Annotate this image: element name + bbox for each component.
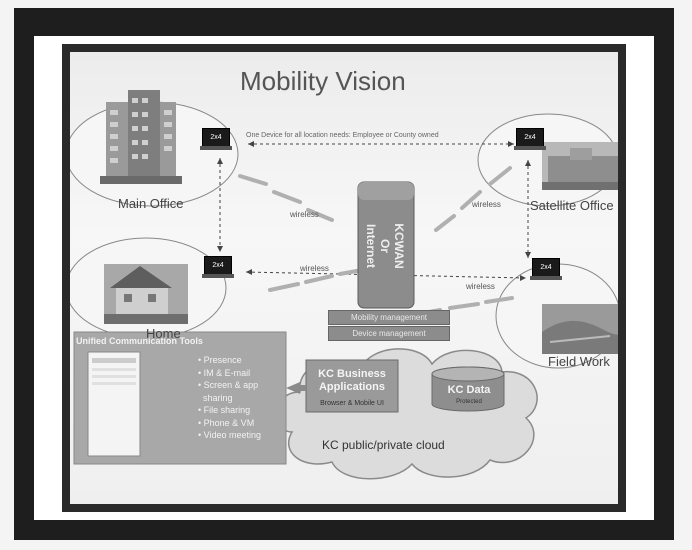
diagram-title: Mobility Vision [240, 66, 406, 96]
kc-data-subtitle: Protected [456, 399, 482, 405]
home-label: Home [146, 326, 181, 341]
kcwan-line-1: KCWAN [392, 223, 406, 269]
uc-phone-screenshot [87, 351, 141, 457]
kc-business-title: KC Business Applications [318, 368, 386, 393]
kc-data-cylinder [431, 374, 505, 412]
picture-frame: Mobility Vision One Device for all locat… [14, 8, 674, 540]
slide: Mobility Vision One Device for all locat… [70, 52, 618, 504]
laptop-icon: 2x4 [204, 256, 232, 275]
uc-item: IM & E-mail [198, 367, 261, 380]
device-management-bar: Device management [328, 326, 450, 341]
wireless-label-field: wireless [466, 282, 495, 291]
wireless-label-home: wireless [300, 264, 329, 273]
laptop-icon: 2x4 [516, 128, 544, 147]
wireless-label-satellite: wireless [472, 200, 501, 209]
field-work-label: Field Work [548, 354, 610, 369]
frame-inner-border: Mobility Vision One Device for all locat… [62, 44, 626, 512]
mobility-management-bar: Mobility management [328, 310, 450, 325]
satellite-office-label: Satellite Office [530, 198, 614, 213]
cloud-label: KC public/private cloud [322, 438, 445, 452]
uc-tools-list: Presence IM & E-mail Screen & app sharin… [188, 354, 261, 442]
uc-item: Video meeting [198, 429, 261, 442]
kcwan-line-3: Internet [364, 223, 378, 268]
laptop-icon: 2x4 [202, 128, 230, 147]
kcwan-label: KCWAN Or Internet [364, 206, 406, 286]
uc-item: File sharing [198, 404, 261, 417]
uc-to-business-arrow [286, 382, 306, 394]
laptop-icon: 2x4 [532, 258, 560, 277]
frame-mat: Mobility Vision One Device for all locat… [34, 36, 654, 520]
diagram-canvas [70, 90, 618, 480]
main-office-building-photo [100, 90, 182, 184]
satellite-office-photo [542, 142, 618, 190]
uc-item: sharing [203, 392, 233, 403]
kc-business-subtitle: Browser & Mobile UI [320, 400, 384, 407]
home-photo [104, 264, 188, 324]
uc-item: Presence [198, 354, 261, 367]
uc-panel-title: Unified Communication Tools [76, 336, 203, 346]
field-work-photo [542, 304, 618, 354]
main-office-label: Main Office [118, 196, 184, 211]
wireless-label-main: wireless [290, 210, 319, 219]
kc-business-box [305, 359, 399, 413]
device-note: One Device for all location needs: Emplo… [246, 132, 439, 139]
uc-item: Phone & VM [198, 417, 261, 430]
kc-data-title: KC Data [447, 384, 491, 396]
uc-item: Screen & app [198, 379, 261, 392]
kcwan-line-2: Or [378, 238, 392, 253]
